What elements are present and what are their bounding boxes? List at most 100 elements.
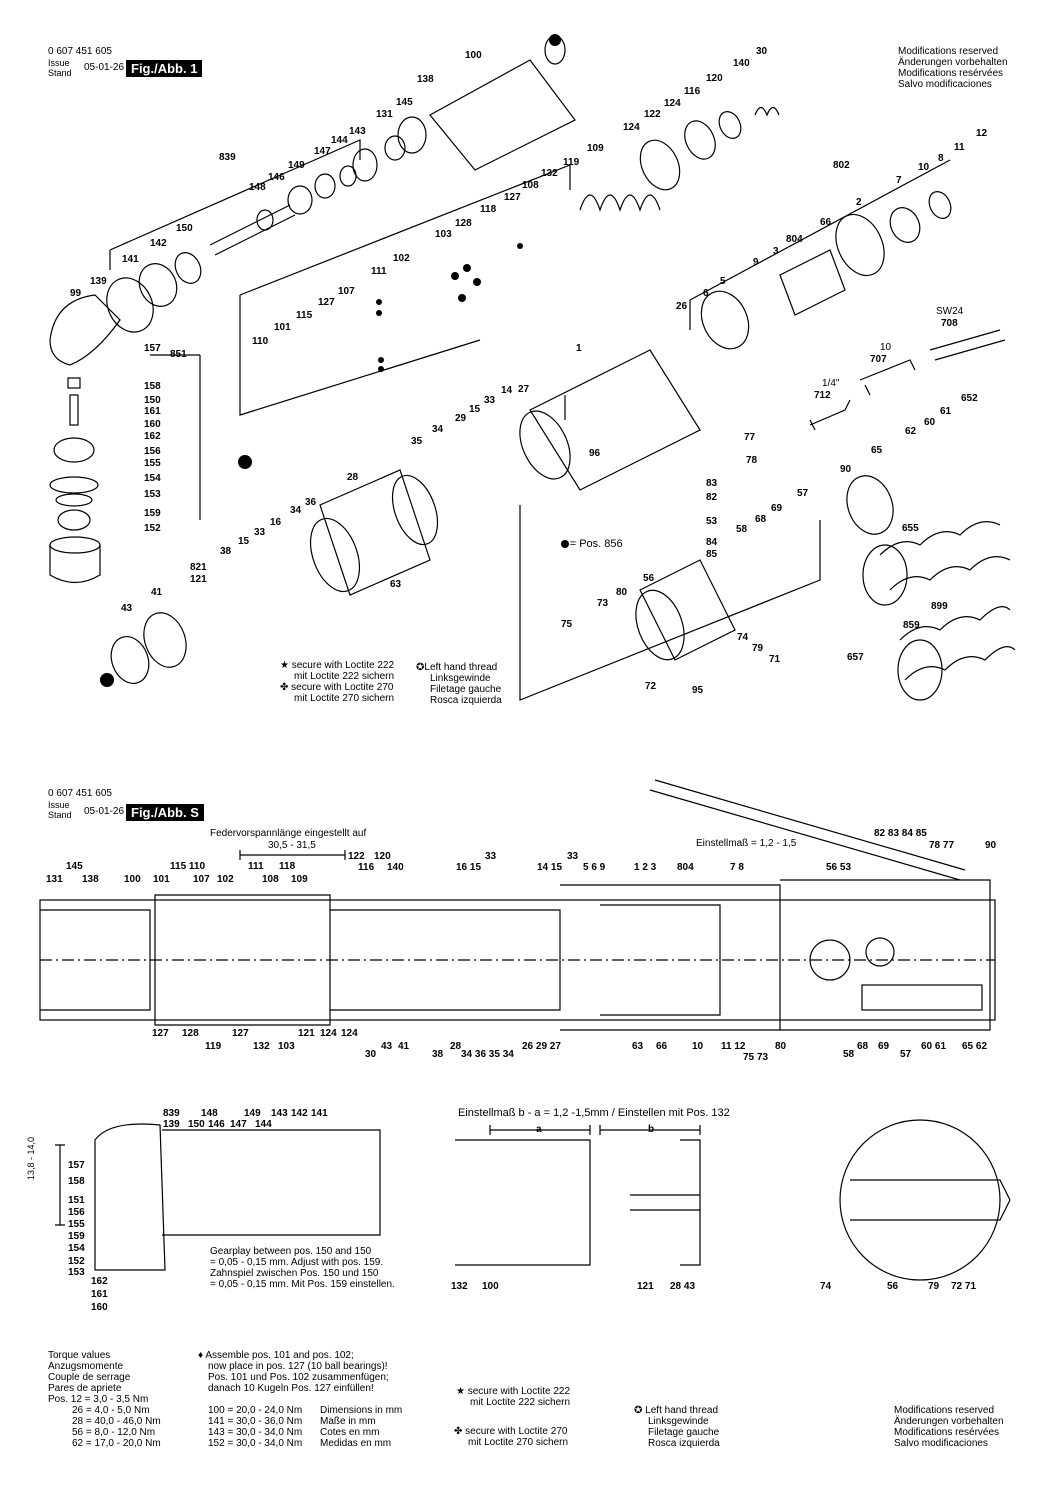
part-callout: 149 — [288, 160, 305, 171]
part-callout: 121 — [298, 1028, 315, 1039]
legend-line: secure with Loctite 270 — [291, 682, 394, 693]
part-callout: 11 — [954, 142, 965, 153]
gearplay-line: Zahnspiel zwischen Pos. 150 und 150 — [210, 1268, 379, 1279]
part-callout: 71 — [769, 654, 781, 665]
part-callout: 66 — [820, 217, 832, 228]
legend-line: mit Loctite 222 sichern — [294, 671, 395, 682]
part-callout: 138 — [82, 874, 99, 885]
part-callout: 158 — [68, 1176, 85, 1187]
part-callout: 63 — [390, 579, 402, 590]
part-callout: 2 — [856, 197, 862, 208]
part-callout: 65 — [871, 445, 883, 456]
part-callout: 157 — [68, 1160, 85, 1171]
dims-line: Maße in mm — [320, 1416, 376, 1427]
assemble-line: Pos. 101 und Pos. 102 zusammenfügen; — [208, 1372, 389, 1383]
legend-line: Filetage gauche — [648, 1427, 720, 1438]
part-callout: 101 — [153, 874, 170, 885]
part-callout: 43 — [121, 603, 133, 614]
left-thread-icon: ✪ — [634, 1405, 643, 1416]
mod-line: Salvo modificaciones — [898, 79, 992, 90]
torque-row: 152 = 30,0 - 34,0 Nm — [208, 1438, 303, 1449]
part-callout: 138 — [417, 74, 434, 85]
part-callout: 7 8 — [730, 862, 744, 873]
part-callout: 82 — [706, 492, 718, 503]
part-callout: 160 — [144, 419, 161, 430]
part-callout: 3 — [773, 246, 779, 257]
part-callout: 150 — [176, 223, 193, 234]
part-callout: 119 — [563, 157, 580, 168]
part-callout: 1 — [576, 343, 582, 354]
part-callout: 148 — [249, 182, 266, 193]
part-callout: 61 — [940, 406, 952, 417]
part-callout: 65 62 — [962, 1041, 988, 1052]
part-callout: 110 — [252, 336, 269, 347]
part-callout: 839 — [163, 1108, 180, 1119]
part-callout: 68 — [857, 1041, 869, 1052]
part-callout: 38 — [220, 546, 232, 557]
part-callout: 78 — [746, 455, 758, 466]
part-callout: 38 — [432, 1049, 444, 1060]
torque-head: Torque values — [48, 1350, 111, 1361]
dims-note: Dimensions in mm Maße in mm Cotes en mm … — [320, 1405, 402, 1449]
part-callout: 80 — [616, 587, 628, 598]
part-callout: 149 — [244, 1108, 261, 1119]
dim-b-label: b — [648, 1124, 655, 1135]
part-callout: 154 — [68, 1243, 85, 1254]
part-callout: 128 — [182, 1028, 199, 1039]
part-callout: 657 — [847, 652, 864, 663]
part-callout: 150 — [144, 395, 161, 406]
part-callout: 34 36 35 34 — [461, 1049, 514, 1060]
part-callout: 100 — [482, 1281, 499, 1292]
part-callout: 56 — [643, 573, 655, 584]
part-callout: 140 — [733, 58, 750, 69]
part-callout: 14 15 — [537, 862, 563, 873]
part-callout: 102 — [217, 874, 234, 885]
part-callout: 131 — [46, 874, 63, 885]
part-callout: 96 — [589, 448, 601, 459]
stand-label-top: Stand — [48, 68, 72, 78]
part-callout: 655 — [902, 523, 919, 534]
part-callout: 29 — [455, 413, 467, 424]
part-callout: 109 — [587, 143, 604, 154]
club-icon: ✤ — [280, 682, 289, 693]
part-callout: 34 — [432, 424, 444, 435]
legend-left-bottom: ✪ Left hand thread Linksgewinde Filetage… — [634, 1405, 720, 1449]
mod-line: Salvo modificaciones — [894, 1438, 988, 1449]
mod-line: Modifications resérvées — [898, 68, 1004, 79]
pos-dot-icon: ● — [560, 538, 567, 550]
part-callout: 132 — [451, 1281, 468, 1292]
part-callout: 107 — [338, 286, 355, 297]
part-callout: 116 — [358, 862, 375, 873]
part-callout: 10 — [918, 162, 930, 173]
part-callout: 102 — [393, 253, 410, 264]
part-callout: 899 — [931, 601, 948, 612]
part-callout: 78 77 — [929, 840, 955, 851]
assemble-line: Assemble pos. 101 and pos. 102; — [205, 1350, 354, 1361]
assemble-line: now place in pos. 127 (10 ball bearings)… — [208, 1361, 388, 1372]
part-callout: 115 110 — [170, 861, 206, 872]
part-callout: 43 — [381, 1041, 393, 1052]
part-callout: 95 — [692, 685, 704, 696]
part-callout: 108 — [262, 874, 279, 885]
part-callout: 16 — [270, 517, 282, 528]
legend-line: mit Loctite 270 sichern — [294, 693, 395, 704]
part-callout: 107 — [193, 874, 210, 885]
legend-club-bottom: ✤ secure with Loctite 270 mit Loctite 27… — [454, 1426, 568, 1448]
mod-line: Änderungen vorbehalten — [894, 1416, 1004, 1427]
part-callout: 62 — [905, 426, 917, 437]
part-callout: 119 — [205, 1041, 222, 1052]
legend-star-top: ★ secure with Loctite 222 mit Loctite 22… — [280, 660, 394, 704]
part-callout: 90 — [840, 464, 852, 475]
part-callout: 116 — [684, 86, 701, 97]
part-callout: 144 — [255, 1119, 272, 1130]
part-callout: 28 43 — [670, 1281, 696, 1292]
part-callout: 74 — [737, 632, 749, 643]
doc-number-top: 0 607 451 605 — [48, 46, 112, 57]
part-callout: 33 — [254, 527, 266, 538]
mod-line: Modifications reserved — [898, 46, 999, 57]
part-callout: 152 — [144, 523, 161, 534]
part-callout: 120 — [374, 851, 391, 862]
part-callout: 160 — [91, 1302, 108, 1313]
left-thread-icon: ✪ — [416, 662, 425, 673]
part-callout: 156 — [68, 1207, 85, 1218]
